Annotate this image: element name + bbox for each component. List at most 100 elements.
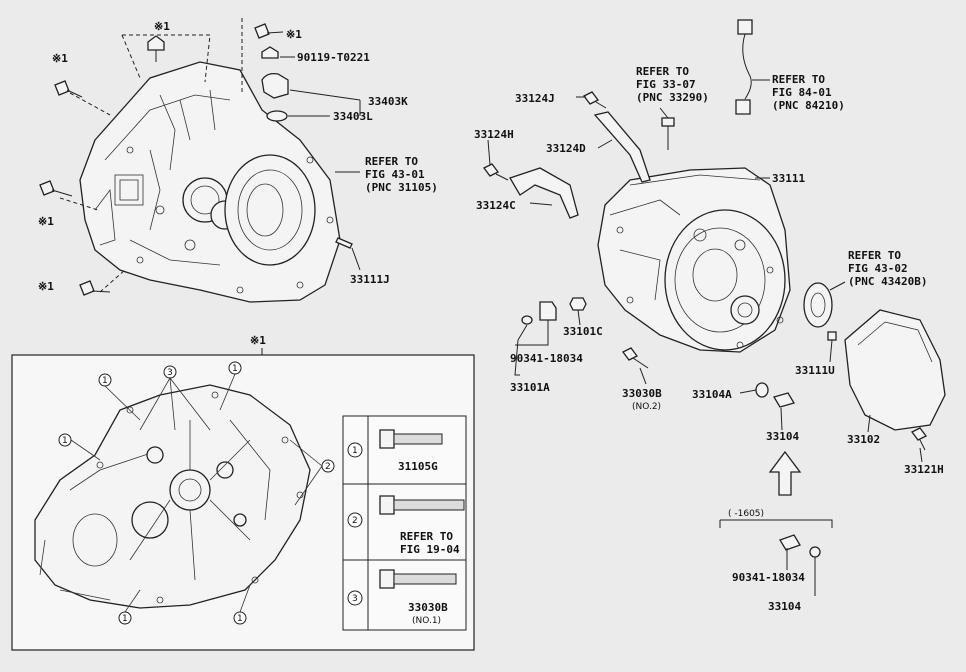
label-ref-33-07-line2: FIG 33-07 — [636, 78, 696, 91]
inset-case — [34, 384, 311, 609]
legend-ref-19-04-line1: REFER TO — [400, 530, 453, 543]
legend-31105G: 31105G — [398, 460, 438, 473]
inset-callout-1-e: 1 — [233, 611, 247, 625]
label-33101C: 33101C — [563, 325, 603, 338]
bolt-33030B-icon — [379, 569, 457, 589]
legend-ref-19-04-line2: FIG 19-04 — [400, 543, 460, 556]
label-ref-43-02-line1: REFER TO — [848, 249, 901, 262]
ref-mark-4: ※1 — [38, 280, 54, 293]
callout-text: 1 — [62, 436, 68, 446]
label-33102: 33102 — [847, 433, 880, 446]
inset-callout-2: 2 — [321, 459, 335, 473]
label-ref-84-01-line3: (PNC 84210) — [772, 99, 845, 112]
bolt-refer-33-07 — [661, 117, 675, 150]
plug-33101A — [539, 301, 557, 321]
label-33124H: 33124H — [474, 128, 514, 141]
label-33104-b: 33104 — [768, 600, 801, 613]
up-arrow-icon — [768, 450, 802, 496]
bolt-left-upper — [54, 80, 83, 98]
label-33121H: 33121H — [904, 463, 944, 476]
legend-no1: (NO.1) — [412, 616, 441, 626]
label-ref-43-02-line3: (PNC 43420B) — [848, 275, 927, 288]
callout-text: 2 — [325, 462, 331, 472]
bolt-left-mid — [39, 180, 73, 197]
inset-callout-1-c: 1 — [58, 433, 72, 447]
bolt-top-center — [254, 23, 284, 39]
label-33403L: 33403L — [333, 110, 373, 123]
label-ref-43-01-line3: (PNC 31105) — [365, 181, 438, 194]
inset-ref-mark: ※1 — [250, 334, 266, 347]
gasket-90341 — [521, 315, 533, 325]
legend-33030B: 33030B — [408, 601, 448, 614]
inset-callout-1-b: 1 — [228, 361, 242, 375]
inset-callout-1-d: 1 — [118, 611, 132, 625]
label-ref-84-01-line1: REFER TO — [772, 73, 825, 86]
pin-33111J — [335, 237, 353, 249]
callout-text: 3 — [167, 368, 173, 378]
label-33124D: 33124D — [546, 142, 586, 155]
callout-text: 1 — [237, 614, 243, 624]
label-33030B-no2: 33030B — [622, 387, 662, 400]
label-33124J: 33124J — [515, 92, 555, 105]
bolt-legend-table: 1 31105G 2 REFER TO FIG 19-04 3 33030B (… — [342, 415, 467, 631]
ref-mark-1: ※1 — [154, 20, 170, 33]
label-ref-43-01-line1: REFER TO — [365, 155, 418, 168]
bracket-33124C — [509, 167, 579, 219]
legend-num-3: 3 — [352, 594, 358, 604]
label-range: ( -1605) — [728, 509, 764, 519]
label-33104: 33104 — [766, 430, 799, 443]
bolt-33121H — [911, 427, 927, 451]
variant-detail: ( -1605) 90341-18034 33104 — [719, 509, 833, 613]
callout-text: 1 — [122, 614, 128, 624]
bracket-33124D — [593, 111, 651, 183]
label-33104A: 33104A — [692, 388, 732, 401]
inset-callout-3: 3 — [163, 365, 177, 379]
label-90341-a: 90341-18034 — [510, 352, 583, 365]
callout-text: 1 — [232, 364, 238, 374]
legend-num-1: 1 — [352, 446, 358, 456]
label-ref-33-07-line1: REFER TO — [636, 65, 689, 78]
label-ref-43-01-line2: FIG 43-01 — [365, 168, 425, 181]
inset-callout-1-a: 1 — [98, 373, 112, 387]
plug-33111U — [827, 331, 837, 341]
ref-mark-5: ※1 — [286, 28, 302, 41]
transaxle-case-left — [79, 61, 341, 303]
label-33124C: 33124C — [476, 199, 516, 212]
hose-fitting-33403K — [261, 72, 289, 99]
bolt-top-left — [147, 35, 165, 62]
gasket-90341-variant — [809, 546, 821, 558]
label-33101A: 33101A — [510, 381, 550, 394]
label-no2: (NO.2) — [632, 402, 661, 412]
gasket-33104A — [755, 382, 769, 398]
label-33111U: 33111U — [795, 364, 835, 377]
plug-33104-variant — [779, 534, 801, 551]
bolt-31105G-icon — [379, 429, 443, 449]
callout-text: 1 — [102, 376, 108, 386]
bolt-left-low — [79, 280, 111, 296]
plug-33104 — [773, 392, 795, 408]
ref-mark-3: ※1 — [38, 215, 54, 228]
label-ref-43-02-line2: FIG 43-02 — [848, 262, 908, 275]
seal-43420B — [803, 282, 833, 328]
label-90341-b: 90341-18034 — [732, 571, 805, 584]
label-33111J: 33111J — [350, 273, 390, 286]
oring-33403L — [266, 110, 288, 122]
plug-33101C — [569, 297, 587, 311]
bolt-33030B-no2 — [622, 347, 649, 369]
ref-mark-2: ※1 — [52, 52, 68, 65]
label-ref-33-07-line3: (PNC 33290) — [636, 91, 709, 104]
label-33111: 33111 — [772, 172, 805, 185]
plug-90119 — [261, 46, 279, 59]
label-33403K: 33403K — [368, 95, 408, 108]
sensor-84210 — [735, 19, 753, 115]
bolt-33124J — [583, 91, 607, 109]
legend-num-2: 2 — [352, 516, 358, 526]
bolt-33124H — [483, 163, 509, 181]
bolt-refer-19-04-icon — [379, 495, 465, 515]
transaxle-case-right — [597, 167, 791, 353]
cover-33102 — [844, 309, 946, 431]
label-ref-84-01-line2: FIG 84-01 — [772, 86, 832, 99]
label-90119: 90119-T0221 — [297, 51, 370, 64]
